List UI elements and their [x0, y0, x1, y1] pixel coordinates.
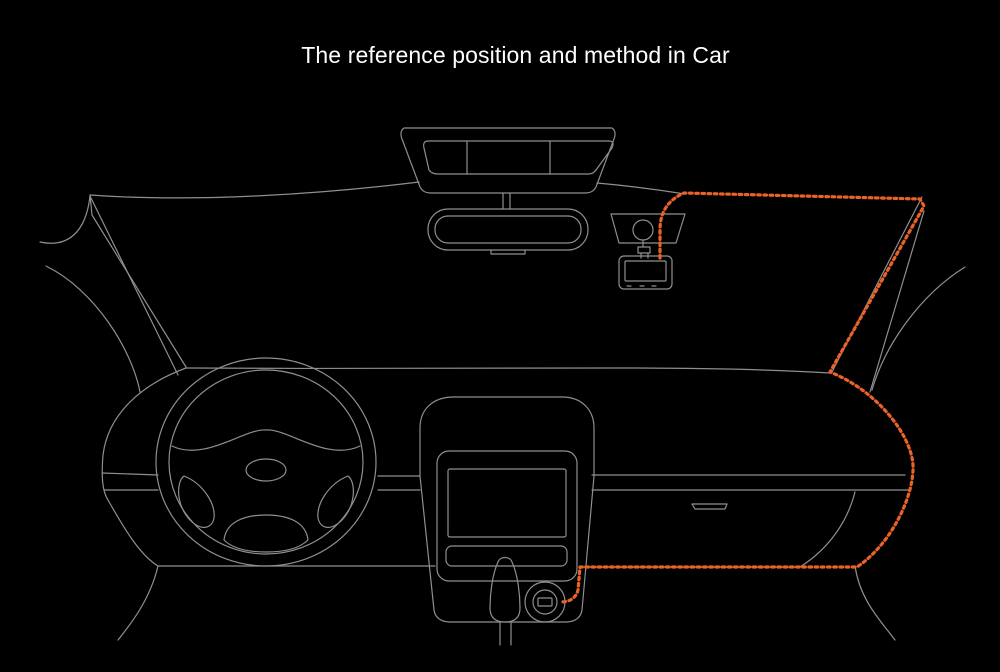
diagram-title: The reference position and method in Car: [301, 42, 730, 68]
overhead-console: [400, 127, 616, 194]
center-console: [419, 396, 595, 623]
steering-wheel-icon: [155, 357, 377, 567]
windshield-frame: [39, 181, 966, 393]
gear-lever: [489, 556, 521, 646]
car-charger-icon: [524, 581, 566, 623]
rearview-mirror-icon: [427, 192, 589, 255]
cable-route: [558, 191, 926, 604]
dash-camera-icon: [610, 213, 686, 290]
dashboard: [101, 367, 909, 641]
